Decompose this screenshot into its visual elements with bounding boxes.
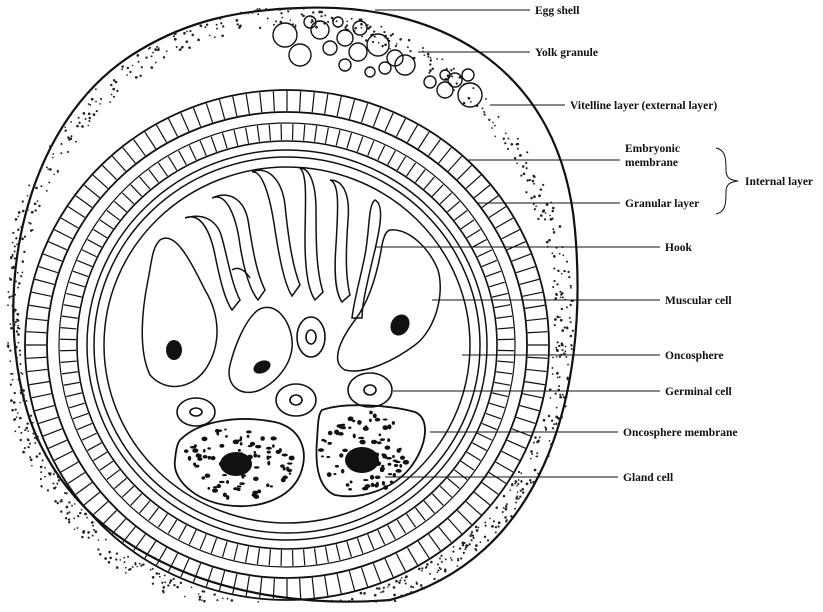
vitelline-mid-edge xyxy=(58,122,516,568)
vitelline-striations xyxy=(26,91,548,599)
germinal-cells xyxy=(176,316,393,427)
label-granular-layer: Granular layer xyxy=(625,198,699,210)
leader-lines xyxy=(375,9,660,478)
label-egg-shell: Egg shell xyxy=(535,5,579,17)
oncosphere-membrane-line xyxy=(103,166,471,524)
vitelline-inner-edge-2 xyxy=(76,140,498,550)
hooks xyxy=(184,167,382,319)
muscular-cells xyxy=(141,229,441,394)
muscular-cell-nuclei xyxy=(166,314,410,374)
yolk-granules xyxy=(272,15,483,108)
egg-shell-outline xyxy=(12,6,579,603)
label-oncosphere: Oncosphere xyxy=(665,350,724,362)
label-hook: Hook xyxy=(665,242,692,254)
label-yolk-granule: Yolk granule xyxy=(535,47,598,59)
label-germinal-cell: Germinal cell xyxy=(665,386,732,398)
label-gland-cell: Gland cell xyxy=(623,472,673,484)
embryonic-membrane-line xyxy=(86,149,488,541)
vitelline-inner-edge xyxy=(46,111,528,579)
internal-layer-brace xyxy=(715,147,739,215)
label-embryonic-2: membrane xyxy=(625,157,678,169)
granular-layer-line xyxy=(93,156,481,534)
label-muscular-cell: Muscular cell xyxy=(665,295,732,307)
label-internal-layer: Internal layer xyxy=(745,176,813,188)
gland-cells xyxy=(173,404,426,507)
label-embryonic-1: Embryonic xyxy=(625,143,680,155)
label-vitelline-layer: Vitelline layer (external layer) xyxy=(570,100,717,112)
label-oncosphere-membrane: Oncosphere membrane xyxy=(623,427,737,439)
vitelline-outer-edge xyxy=(24,89,550,601)
